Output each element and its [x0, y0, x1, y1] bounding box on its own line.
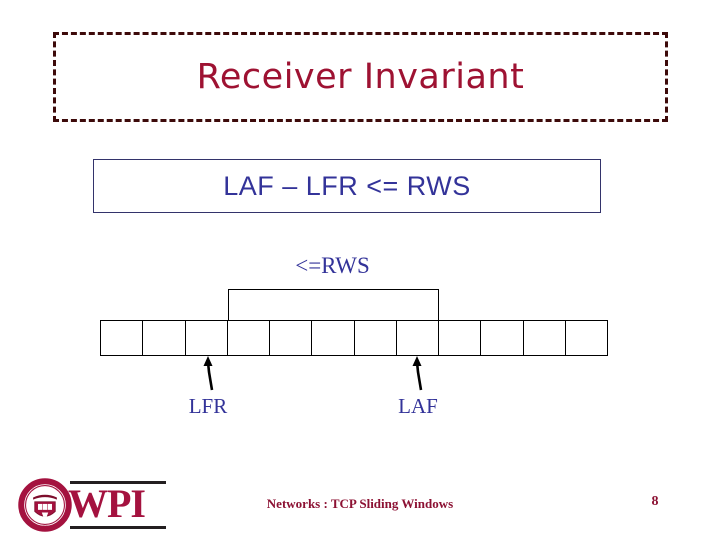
- wpi-logo-bar-bottom: [70, 526, 166, 529]
- sequence-cell: [312, 321, 355, 355]
- lfr-label: LFR: [188, 394, 228, 418]
- invariant-formula-box: LAF – LFR <= RWS: [93, 159, 601, 213]
- sequence-cell-row: [100, 320, 608, 356]
- sequence-cell: [481, 321, 524, 355]
- invariant-formula-text: LAF – LFR <= RWS: [223, 170, 471, 201]
- page-number: 8: [651, 494, 659, 509]
- sequence-cell: [355, 321, 397, 355]
- sequence-cell: [397, 321, 439, 355]
- wpi-wordmark: WPI: [68, 481, 146, 526]
- page-title: Receiver Invariant: [196, 57, 525, 97]
- svg-text:1865: 1865: [40, 526, 50, 531]
- sequence-cell: [228, 321, 270, 355]
- sequence-cell: [270, 321, 313, 355]
- receive-window-bracket: [228, 289, 439, 321]
- laf-label: LAF: [398, 394, 438, 418]
- laf-pointer-arrow: [412, 356, 423, 391]
- lfr-pointer-arrow: [203, 356, 214, 391]
- wpi-logo: 1865 WPI: [18, 476, 168, 534]
- sequence-cell: [566, 321, 607, 355]
- sequence-cell: [439, 321, 482, 355]
- wpi-seal-icon: 1865: [18, 478, 72, 532]
- sequence-cell: [524, 321, 566, 355]
- footer-title: Networks : TCP Sliding Windows: [266, 496, 454, 511]
- window-size-label: <=RWS: [295, 253, 370, 278]
- sequence-cell: [186, 321, 228, 355]
- sequence-cell: [101, 321, 144, 355]
- sequence-cell: [143, 321, 186, 355]
- wpi-logo-bar-top: [70, 481, 166, 484]
- title-box: Receiver Invariant: [53, 32, 668, 122]
